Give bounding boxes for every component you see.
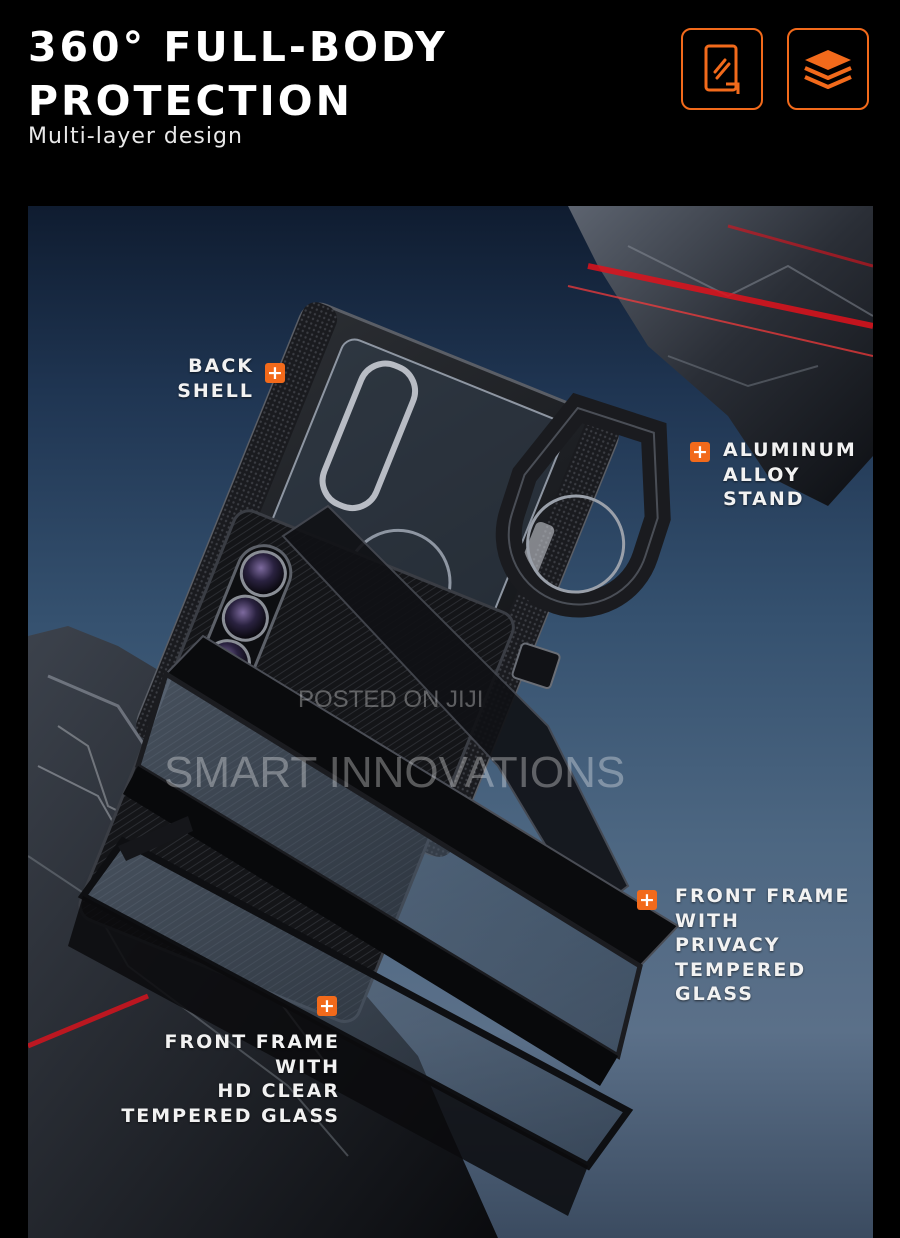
camera-lens-2 [221,594,269,642]
layers-icon [804,50,852,89]
plus-icon: + [690,442,710,462]
ring-stand [495,392,671,690]
callout-line: TEMPERED [675,958,807,981]
watermark-brand: SMART INNOVATIONS [164,748,626,797]
callout-line: WITH [675,909,740,932]
callout-line: TEMPERED GLASS [121,1104,340,1127]
callout-line: ALLOY [723,463,801,486]
callout-back-shell: BACK SHELL [140,354,254,403]
callout-privacy-glass: FRONT FRAME WITH PRIVACY TEMPERED GLASS [675,884,850,1007]
callout-line: WITH [275,1055,340,1078]
privacy-glass-frame [123,634,680,1086]
callout-line: SHELL [177,379,254,402]
callout-line: FRONT FRAME [164,1031,340,1053]
rock-top-right [568,206,873,506]
laser-beam-1 [587,263,873,329]
callout-line: STAND [723,488,805,510]
camera-lens-1 [239,550,287,598]
callout-line: BACK [188,355,254,377]
product-scene: POSTED ON JIJI SMART INNOVATIONS [28,206,873,1238]
exploded-case-illustration [28,206,873,1238]
laser-beam-2 [28,993,149,1049]
layers-badge [787,28,869,110]
callout-line: HD CLEAR [217,1080,340,1102]
callout-line: FRONT FRAME [675,885,851,907]
callout-aluminum-stand: ALUMINUM ALLOY STAND [723,438,857,512]
tempered-glass-badge [681,28,763,110]
callout-hd-glass: FRONT FRAME WITH HD CLEAR TEMPERED GLASS [100,1030,340,1128]
callout-line: GLASS [675,983,754,1005]
plus-icon: + [317,996,337,1016]
plus-icon: + [637,890,657,910]
hd-clear-glass-frame [68,816,634,1216]
tempered-glass-icon [704,44,740,94]
headline-line-2: PROTECTION [28,77,353,125]
headline: 360° FULL-BODY PROTECTION [28,20,448,128]
watermark-posted: POSTED ON JIJI [298,686,484,713]
headline-line-1: 360° FULL-BODY [28,23,448,71]
subtitle: Multi-layer design [28,124,243,149]
callout-line: ALUMINUM [723,439,857,461]
callout-line: PRIVACY [675,934,781,956]
plus-icon: + [265,363,285,383]
